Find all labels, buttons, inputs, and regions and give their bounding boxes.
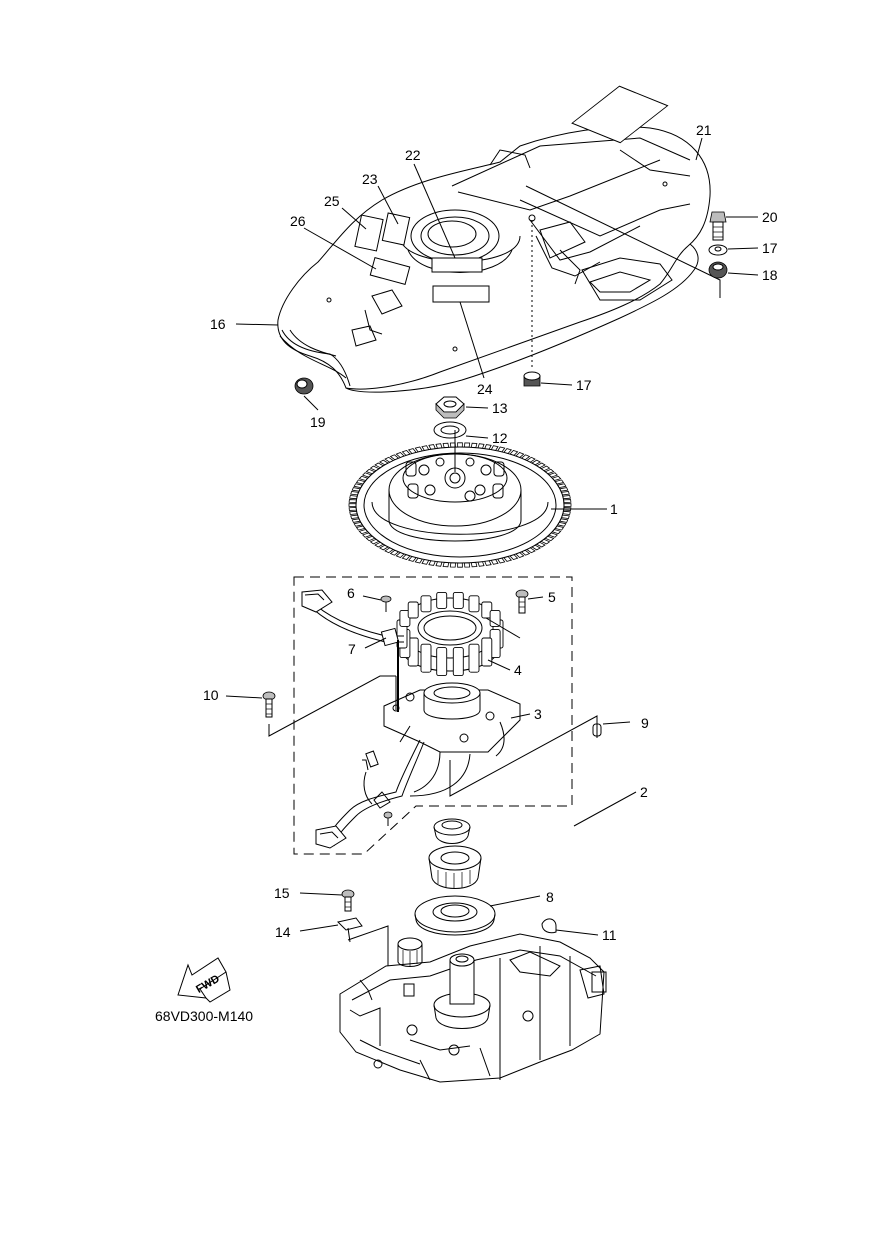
- stator-pole: [452, 591, 464, 609]
- callout-1: 1: [610, 501, 618, 517]
- plate-8: [414, 895, 496, 936]
- stator-pole: [468, 643, 480, 673]
- grommet-18: [708, 261, 728, 279]
- nut-13: [435, 396, 465, 419]
- callout-8: 8: [546, 889, 554, 905]
- grommet-19: [294, 377, 314, 395]
- flywheel: [348, 430, 572, 568]
- gear-tooth: [349, 510, 358, 515]
- flywheel-cover: [277, 85, 711, 393]
- screw-6: [380, 595, 392, 612]
- coupler-bottom: [315, 825, 347, 849]
- callout-19: 19: [310, 414, 326, 430]
- stator-pole: [468, 595, 480, 613]
- callout-9: 9: [641, 715, 649, 731]
- callout-12: 12: [492, 430, 508, 446]
- gear-tooth: [348, 503, 357, 507]
- washer-12: [433, 421, 467, 439]
- callout-16: 16: [210, 316, 226, 332]
- bolt-15: [341, 889, 355, 912]
- gear-tooth: [457, 442, 463, 448]
- drawing-code: 68VD300-M140: [155, 1008, 253, 1024]
- bolt-20: [709, 211, 727, 241]
- callout-7: 7: [348, 641, 356, 657]
- stator-pole: [436, 591, 448, 609]
- callout-23: 23: [362, 171, 378, 187]
- callout-5: 5: [548, 589, 556, 605]
- callout-14: 14: [275, 924, 291, 940]
- callout-26: 26: [290, 213, 306, 229]
- gear-tooth: [457, 562, 463, 568]
- gear-tooth: [464, 442, 471, 448]
- callout-11: 11: [602, 927, 617, 943]
- callout-20: 20: [762, 209, 778, 225]
- callout-21: 21: [696, 122, 712, 138]
- gear-tooth: [563, 499, 572, 503]
- bolt-5: [515, 589, 529, 614]
- callout-3: 3: [534, 706, 542, 722]
- gear-tooth: [348, 507, 357, 511]
- callout-24: 24: [477, 381, 493, 397]
- callout-25: 25: [324, 193, 340, 209]
- bolt-10: [262, 691, 276, 718]
- callout-18: 18: [762, 267, 778, 283]
- stator-assembly-boundary: [293, 576, 573, 855]
- stator-pole: [407, 601, 419, 619]
- gear-tooth: [562, 495, 571, 500]
- gear-tooth: [348, 499, 357, 503]
- stator-coil: [396, 591, 504, 677]
- gear-tooth: [464, 562, 471, 568]
- gear-tooth: [562, 510, 571, 515]
- callout-10: 10: [203, 687, 219, 703]
- stator-pole: [420, 595, 432, 613]
- gear-tooth: [563, 503, 572, 507]
- callout-numbers: 1 2 3 4 5 6 7 8 9 10 11 12 13 14 15 16 1…: [203, 122, 778, 943]
- callout-17-lower: 17: [576, 377, 592, 393]
- stator-base: [383, 682, 521, 757]
- gear-tooth: [349, 495, 358, 500]
- leader-lines: [225, 137, 759, 936]
- washer-17-upper: [708, 244, 728, 256]
- gear-tooth: [449, 562, 456, 568]
- stator-pole: [420, 643, 432, 673]
- callout-17-upper: 17: [762, 240, 778, 256]
- stator-pole: [436, 647, 448, 677]
- coupler-top: [301, 589, 333, 613]
- callout-13: 13: [492, 400, 508, 416]
- collar: [433, 818, 471, 844]
- callout-6: 6: [347, 585, 355, 601]
- crankcase: [339, 933, 607, 1083]
- callout-15: 15: [274, 885, 290, 901]
- fwd-arrow-icon: FWD: [177, 957, 231, 1003]
- stator-pole: [489, 609, 501, 627]
- callout-2: 2: [640, 784, 648, 800]
- starter-gear: [428, 845, 482, 889]
- stator-pole: [452, 647, 464, 677]
- clip-14: [337, 917, 363, 943]
- callout-22: 22: [405, 147, 421, 163]
- washer-17-lower: [523, 371, 541, 387]
- callout-4: 4: [514, 662, 522, 678]
- clamp-7: [380, 627, 400, 647]
- woodruff-key-11: [541, 918, 557, 934]
- stator-pole: [481, 637, 493, 667]
